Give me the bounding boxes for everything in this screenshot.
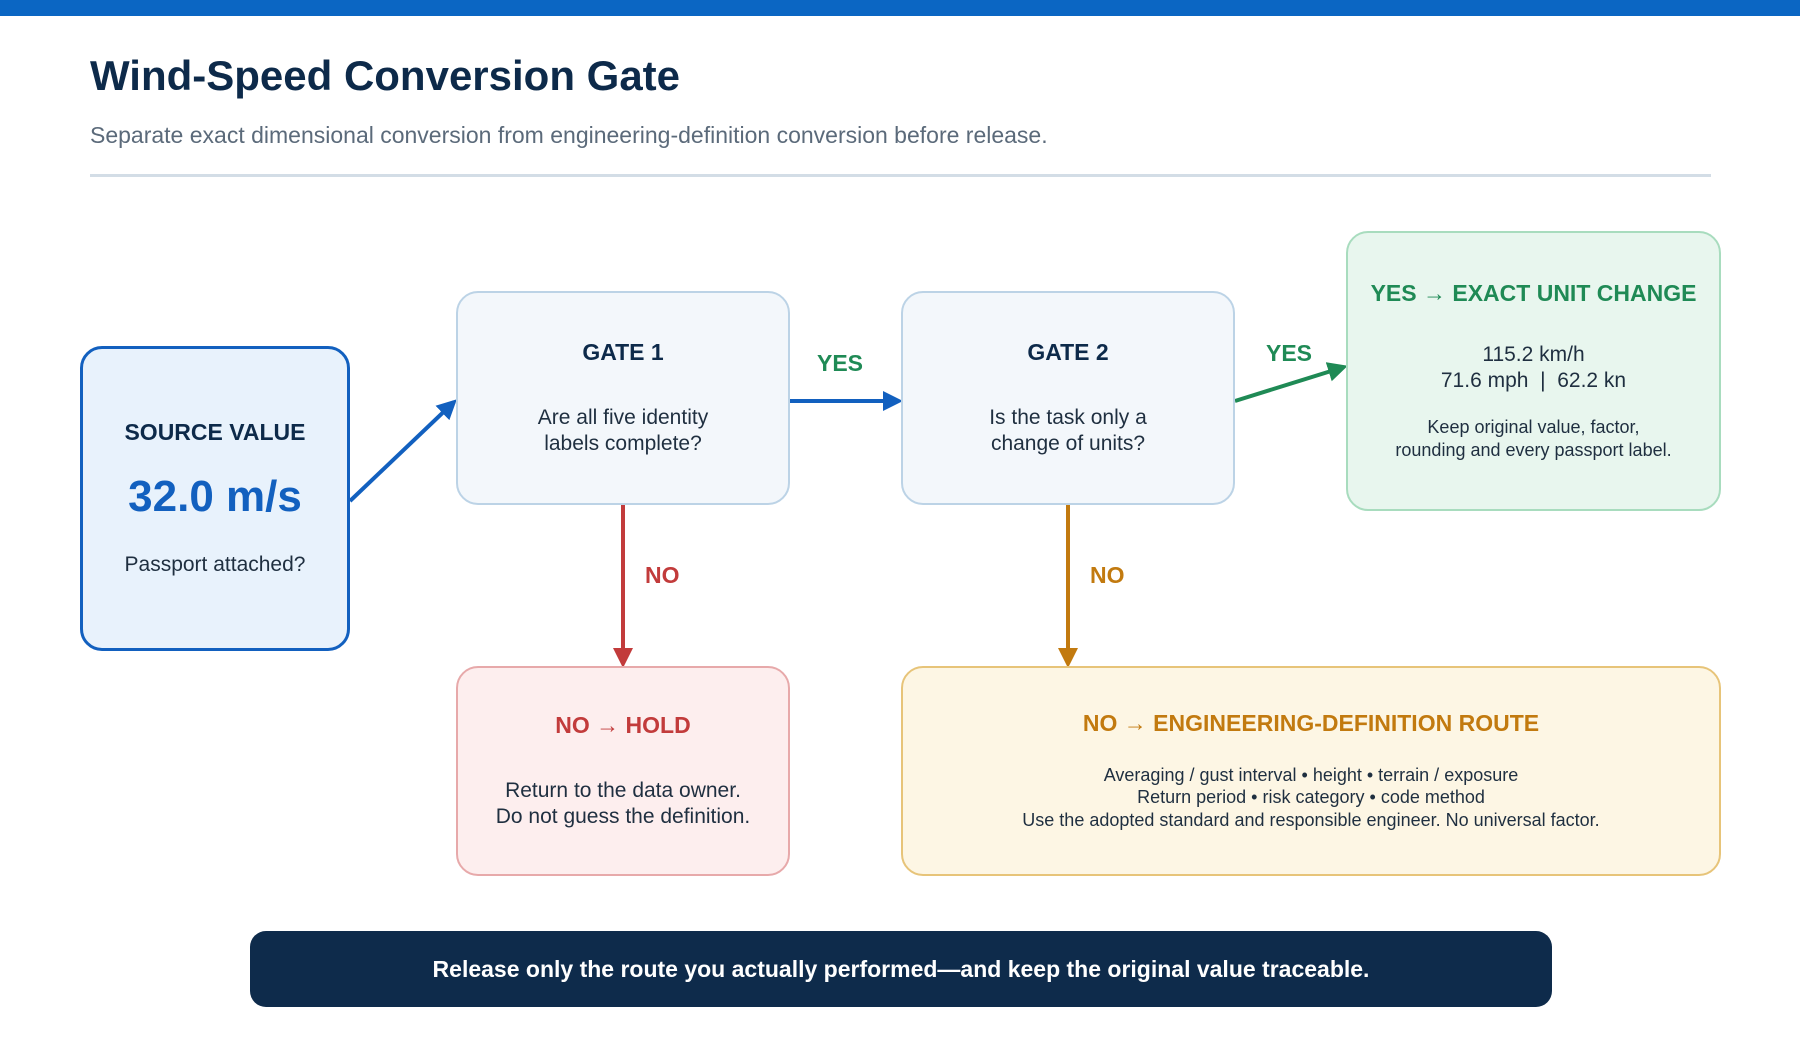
- gate1-title: GATE 1: [582, 338, 664, 365]
- hold-box: NO → HOLD Return to the data owner. Do n…: [456, 666, 790, 876]
- arrow-source-to-gate1: [348, 399, 457, 503]
- page-subtitle: Separate exact dimensional conversion fr…: [90, 122, 1048, 148]
- gate1-question-line2: labels complete?: [544, 431, 702, 455]
- gate2-title: GATE 2: [1027, 338, 1109, 365]
- exact-title: YES → EXACT UNIT CHANGE: [1370, 280, 1697, 307]
- source-question: Passport attached?: [124, 553, 306, 577]
- gate1-question-line1: Are all five identity: [537, 405, 709, 429]
- hold-line1: Return to the data owner.: [505, 778, 741, 802]
- hold-title: NO → HOLD: [555, 711, 691, 738]
- engineering-line3: Use the adopted standard and responsible…: [1022, 810, 1600, 831]
- exact-unit-change-box: YES → EXACT UNIT CHANGE 115.2 km/h 71.6 …: [1346, 231, 1721, 511]
- source-value-box: SOURCE VALUE 32.0 m/s Passport attached?: [80, 346, 350, 651]
- gate1-no-label: NO: [645, 562, 680, 588]
- page-title: Wind-Speed Conversion Gate: [90, 52, 681, 99]
- exact-kmh: 115.2 km/h: [1482, 342, 1585, 366]
- gate1-yes-label: YES: [817, 350, 864, 376]
- gate2-question-line1: Is the task only a: [989, 405, 1147, 429]
- engineering-line2: Return period • risk category • code met…: [1137, 787, 1485, 808]
- gate2-question-line2: change of units?: [990, 431, 1146, 455]
- top-accent-bar: [0, 0, 1800, 16]
- engineering-route-box: NO → ENGINEERING-DEFINITION ROUTE Averag…: [901, 666, 1721, 876]
- exact-note-line2: rounding and every passport label.: [1395, 440, 1672, 461]
- gate1-box: GATE 1 Are all five identity labels comp…: [456, 291, 790, 505]
- source-value: 32.0 m/s: [128, 472, 302, 522]
- source-title: SOURCE VALUE: [124, 418, 306, 445]
- header-divider: [90, 174, 1711, 177]
- gate2-no-label: NO: [1090, 562, 1125, 588]
- engineering-title: NO → ENGINEERING-DEFINITION ROUTE: [1082, 709, 1540, 736]
- gate2-box: GATE 2 Is the task only a change of unit…: [901, 291, 1235, 505]
- footer-banner: Release only the route you actually perf…: [250, 931, 1552, 1007]
- gate2-yes-label: YES: [1266, 340, 1313, 366]
- engineering-line1: Averaging / gust interval • height • ter…: [1103, 764, 1519, 785]
- exact-mph-kn: 71.6 mph | 62.2 kn: [1440, 368, 1627, 392]
- arrow-gate2-to-exact: [1234, 362, 1348, 403]
- exact-note-line1: Keep original value, factor,: [1427, 417, 1640, 438]
- hold-line2: Do not guess the definition.: [495, 804, 751, 828]
